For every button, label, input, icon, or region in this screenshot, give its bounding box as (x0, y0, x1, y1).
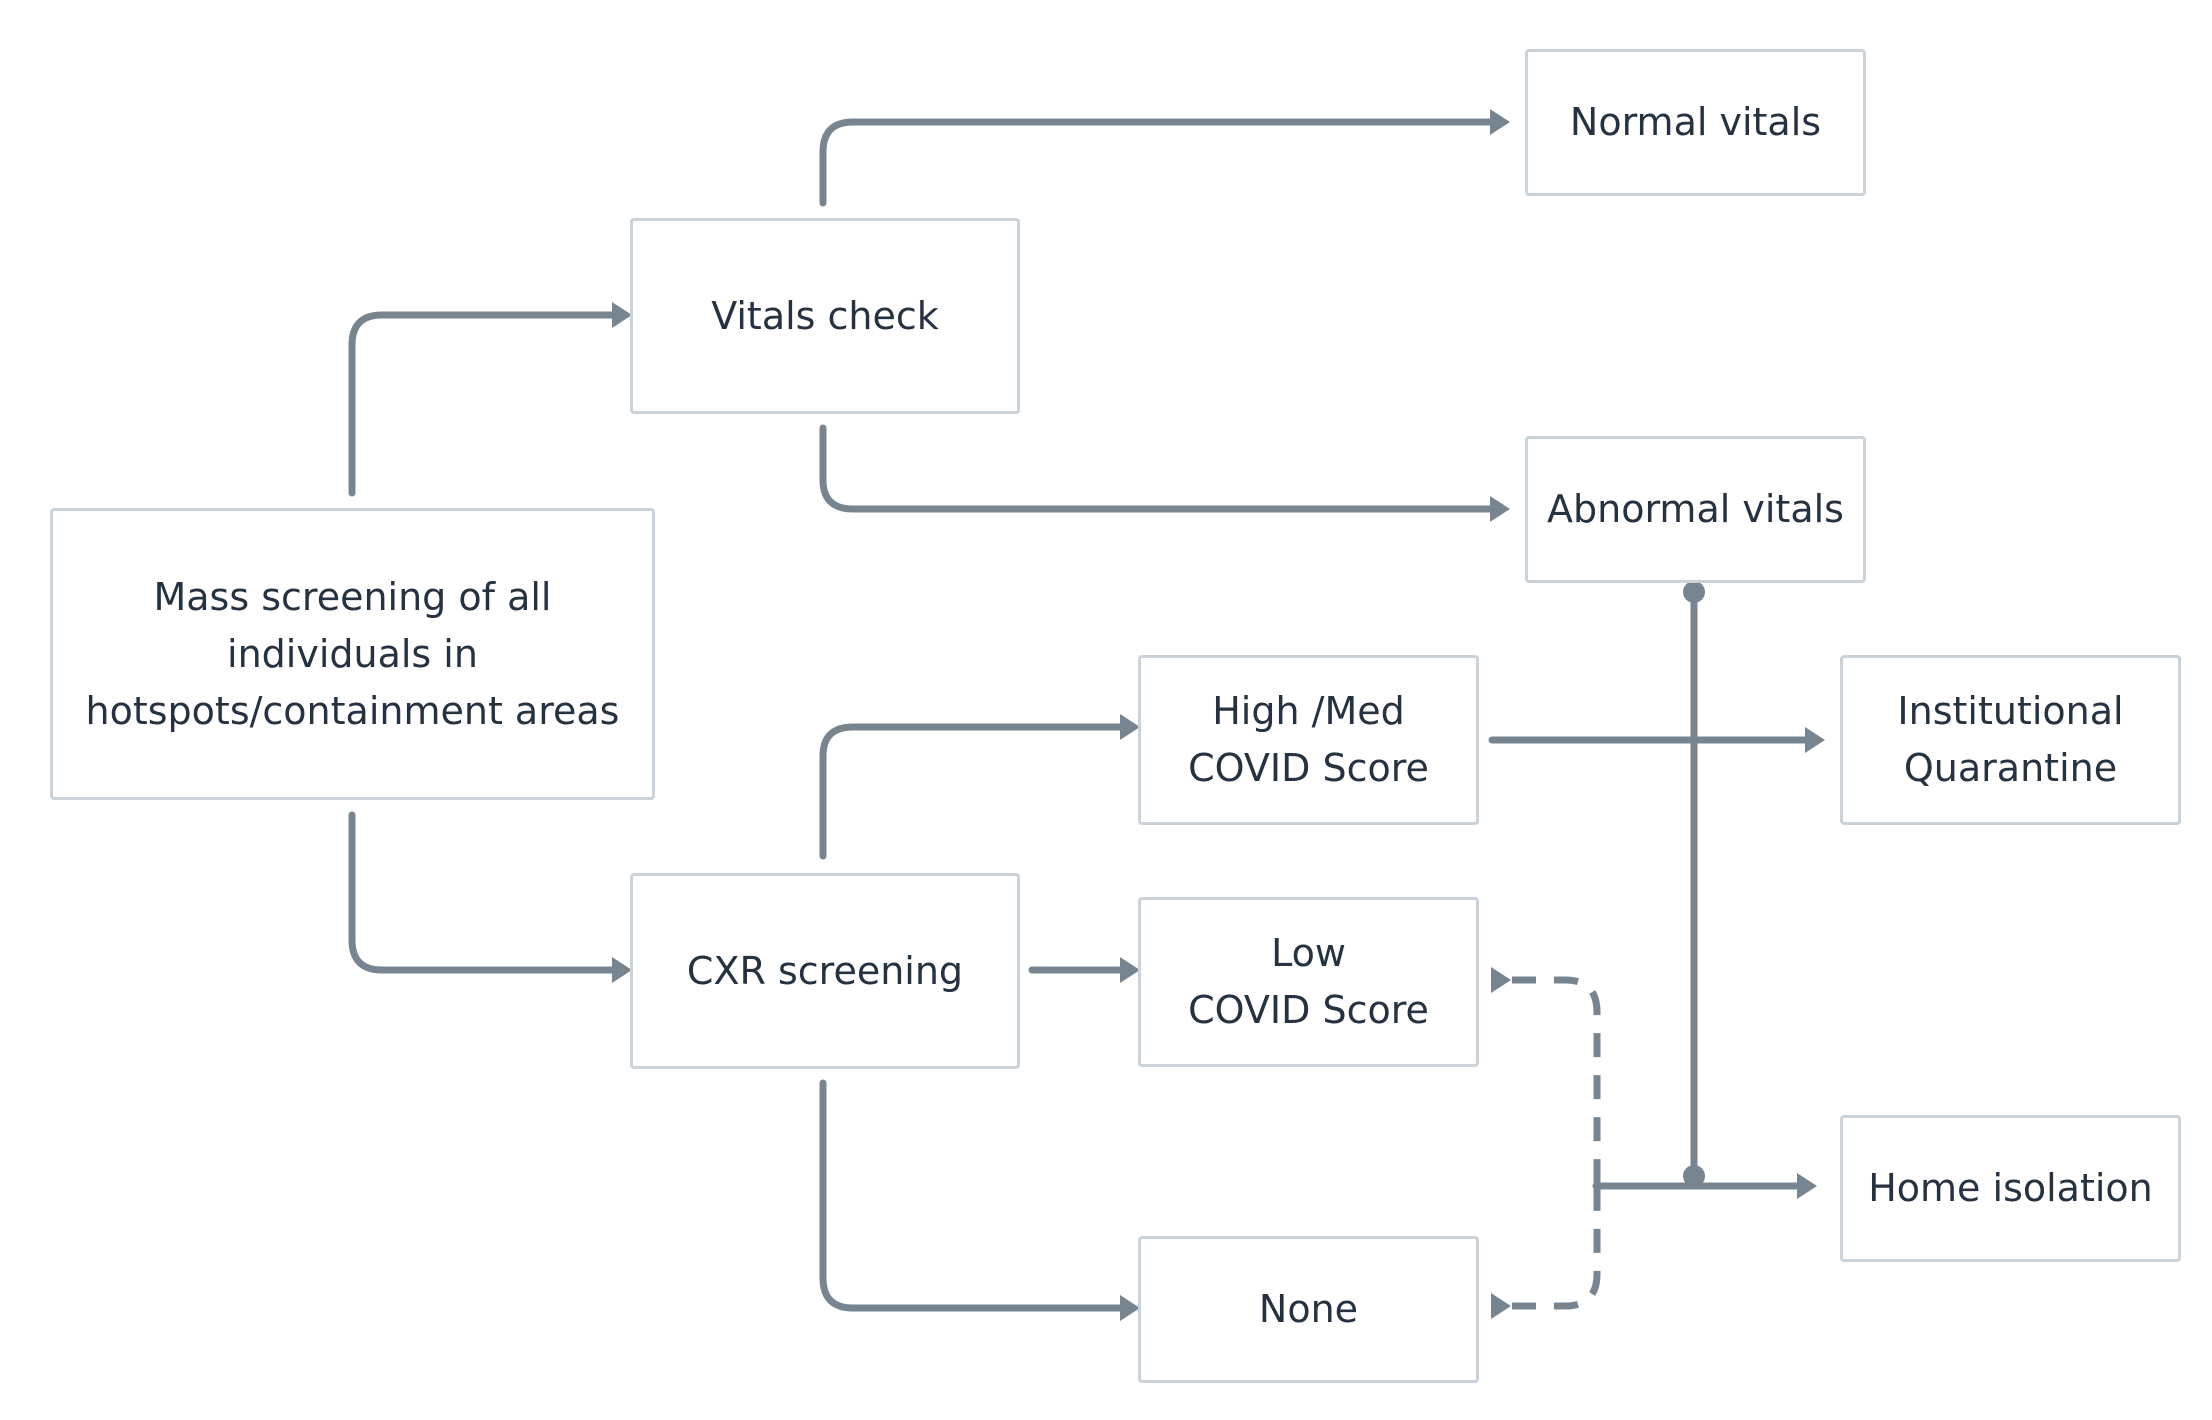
edge-cxr-to-none (819, 1079, 1124, 1312)
node-high-med-covid-score: High /Med COVID Score (1138, 655, 1479, 825)
edge-vitals-to-normal (819, 118, 1494, 207)
edge-dashed-none (1512, 1186, 1601, 1310)
edge-dashed-low (1512, 976, 1601, 1186)
node-none: None (1138, 1236, 1479, 1383)
node-vitals-check: Vitals check (630, 218, 1020, 414)
arrowhead-normal (1490, 109, 1510, 135)
node-normal-vitals: Normal vitals (1525, 49, 1866, 196)
arrowhead-low (1120, 957, 1140, 983)
arrowhead-home (1797, 1173, 1817, 1199)
node-institutional-quarantine: Institutional Quarantine (1840, 655, 2181, 825)
junction-dot-home (1683, 1165, 1705, 1187)
arrowhead-highmed (1120, 714, 1140, 740)
node-home-isolation: Home isolation (1840, 1115, 2181, 1262)
arrowhead-abnormal (1490, 496, 1510, 522)
arrowhead-dashed-low (1491, 967, 1511, 993)
arrowhead-cxr (612, 957, 632, 983)
arrowhead-vitals (612, 302, 632, 328)
edge-cxr-to-highmed (819, 723, 1124, 860)
node-abnormal-vitals: Abnormal vitals (1525, 436, 1866, 583)
arrowhead-none (1120, 1295, 1140, 1321)
node-low-covid-score: Low COVID Score (1138, 897, 1479, 1067)
arrowhead-dashed-none (1491, 1293, 1511, 1319)
edge-mass-to-cxr (348, 811, 616, 974)
arrowhead-institutional (1805, 727, 1825, 753)
node-cxr-screening: CXR screening (630, 873, 1020, 1069)
edge-vitals-to-abnormal (819, 424, 1494, 513)
node-mass-screening: Mass screening of all individuals in hot… (50, 508, 655, 800)
junction-dot-abnormal (1683, 581, 1705, 603)
edge-mass-to-vitals (348, 311, 616, 497)
